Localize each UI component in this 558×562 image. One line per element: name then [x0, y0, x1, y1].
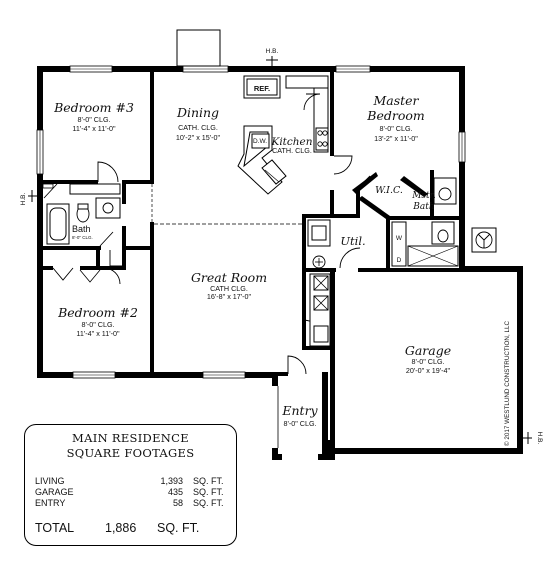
- summary-total-unit: SQ. FT.: [157, 521, 200, 535]
- garage-storage: [309, 273, 331, 347]
- interior-walls: [43, 72, 464, 376]
- hose-bib-left-label: H.B.: [20, 192, 27, 205]
- bedroom2-name: Bedroom #2: [57, 305, 138, 320]
- refrigerator: [243, 75, 281, 99]
- great-room-clg: CATH CLG.: [210, 284, 248, 293]
- master-dims: 13'-2" x 11'-0": [374, 134, 418, 143]
- master-name-line1: Master: [372, 93, 419, 108]
- kitchen-name: Kitchen: [270, 136, 312, 148]
- dining-name: Dining: [176, 105, 219, 120]
- summary-row-unit: SQ. FT.: [193, 487, 224, 497]
- square-footage-table: MAIN RESIDENCE SQUARE FOOTAGES LIVING 1,…: [24, 424, 237, 546]
- utility-fixtures: [307, 219, 331, 269]
- bedroom3-closet: [42, 183, 54, 189]
- summary-row-value: 58: [172, 498, 183, 508]
- master-name-line2: Bedroom: [366, 108, 424, 123]
- bedroom3-dims: 11'-4" x 11'-0": [72, 124, 116, 133]
- summary-row-value: 1,393: [160, 476, 183, 486]
- garage-name: Garage: [405, 343, 451, 358]
- summary-total-label: TOTAL: [35, 521, 75, 535]
- summary-row-garage: GARAGE 435 SQ. FT.: [35, 487, 235, 498]
- garage-clg: 8'-0" CLG.: [411, 357, 444, 366]
- master-bath-fixtures: [391, 177, 459, 267]
- hose-bib-right-icon: [523, 432, 532, 444]
- dining-clg: CATH. CLG.: [178, 123, 218, 132]
- dishwasher-label: D.W.: [253, 138, 267, 145]
- hose-bib-right-label: H.B.: [536, 432, 543, 445]
- bedroom3-name: Bedroom #3: [53, 100, 134, 115]
- util-name: Util.: [340, 234, 365, 248]
- entry-clg: 8'-0" CLG.: [283, 419, 316, 428]
- summary-subtitle: SQUARE FOOTAGES: [66, 446, 195, 460]
- mstr-bath-line1: Mstr.: [411, 191, 436, 201]
- summary-total-value: 1,886: [105, 521, 137, 535]
- bath-label: Bath: [72, 224, 91, 234]
- hose-bib-left-icon: [28, 190, 37, 202]
- bedroom2-dims: 11'-4" x 11'-0": [76, 329, 120, 338]
- garage-dims: 20'-0" x 19'-4": [406, 366, 451, 375]
- great-room-dims: 16'-8" x 17'-0": [207, 292, 252, 301]
- dryer-label: D: [397, 257, 402, 264]
- kitchen-counter-right: [313, 87, 329, 153]
- wic-name: W.I.C.: [375, 185, 403, 196]
- summary-row-label: GARAGE: [35, 487, 74, 497]
- master-clg: 8'-0" CLG.: [379, 124, 412, 133]
- great-room-name: Great Room: [191, 270, 267, 285]
- range-icon: [315, 127, 329, 151]
- exterior-fan-icon: [471, 227, 497, 253]
- summary-row-entry: ENTRY 58 SQ. FT.: [35, 498, 235, 509]
- exterior-walls: [37, 66, 523, 460]
- master-suite-walls: [352, 172, 428, 219]
- summary-row-label: LIVING: [35, 476, 65, 486]
- summary-row-unit: SQ. FT.: [193, 498, 224, 508]
- entry-name: Entry: [281, 403, 318, 418]
- summary-row-label: ENTRY: [35, 498, 66, 508]
- bedroom3-clg: 8'-0" CLG.: [77, 115, 110, 124]
- kitchen-clg: CATH. CLG.: [272, 146, 312, 155]
- hose-bib-top-icon: [266, 56, 278, 66]
- dining-dims: 10'-2" x 15'-0": [176, 133, 221, 142]
- summary-title: MAIN RESIDENCE: [72, 431, 189, 445]
- hall-bath-fixtures: [46, 183, 121, 245]
- summary-row-unit: SQ. FT.: [193, 476, 224, 486]
- windows: [36, 65, 466, 379]
- sink-icon: [261, 159, 287, 185]
- kitchen-counter-top: [285, 75, 329, 89]
- summary-total-row: TOTAL 1,886 SQ. FT.: [35, 521, 235, 537]
- bath-clg: 8'-0" CLG.: [72, 235, 93, 240]
- bedroom2-clg: 8'-0" CLG.: [81, 320, 114, 329]
- summary-row-living: LIVING 1,393 SQ. FT.: [35, 476, 235, 487]
- bedroom2-closet: [79, 269, 101, 283]
- refrigerator-label: REF.: [254, 84, 270, 93]
- mstr-bath-line2: Bath: [412, 202, 434, 212]
- copyright-text: © 2017 WESTLUND CONSTRUCTION, LLC: [503, 321, 511, 446]
- washer-label: W: [396, 235, 403, 242]
- hose-bib-top-label: H.B.: [266, 48, 279, 55]
- summary-row-value: 435: [167, 487, 183, 497]
- bay-bumpout: [176, 29, 221, 67]
